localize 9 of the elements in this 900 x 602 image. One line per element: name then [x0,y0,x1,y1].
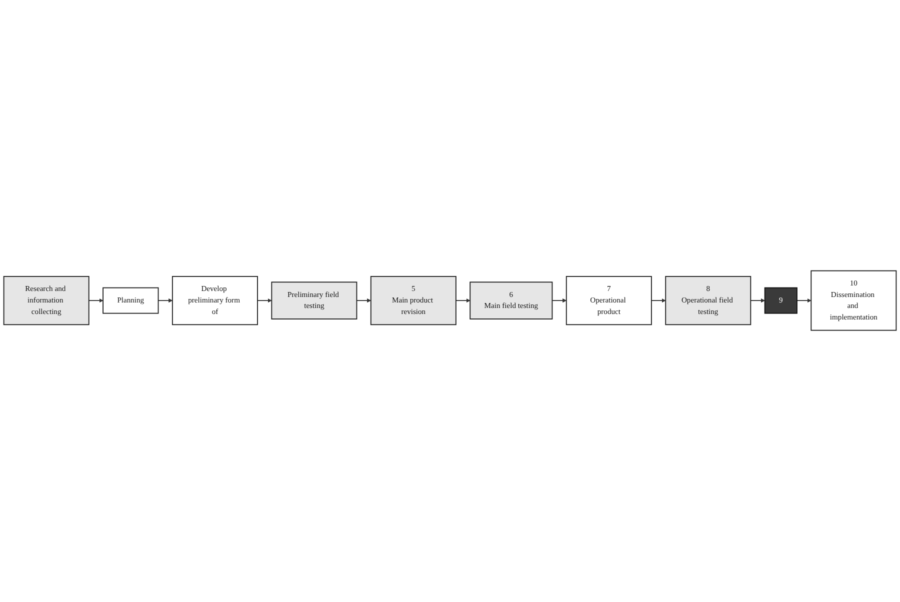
arrow [455,298,470,304]
arrow [650,298,666,304]
arrow [158,298,173,304]
arrow [796,298,812,304]
arrow [257,298,272,304]
arrow [552,298,567,304]
arrow [88,298,104,304]
arrow [356,298,372,304]
arrow [750,298,766,304]
